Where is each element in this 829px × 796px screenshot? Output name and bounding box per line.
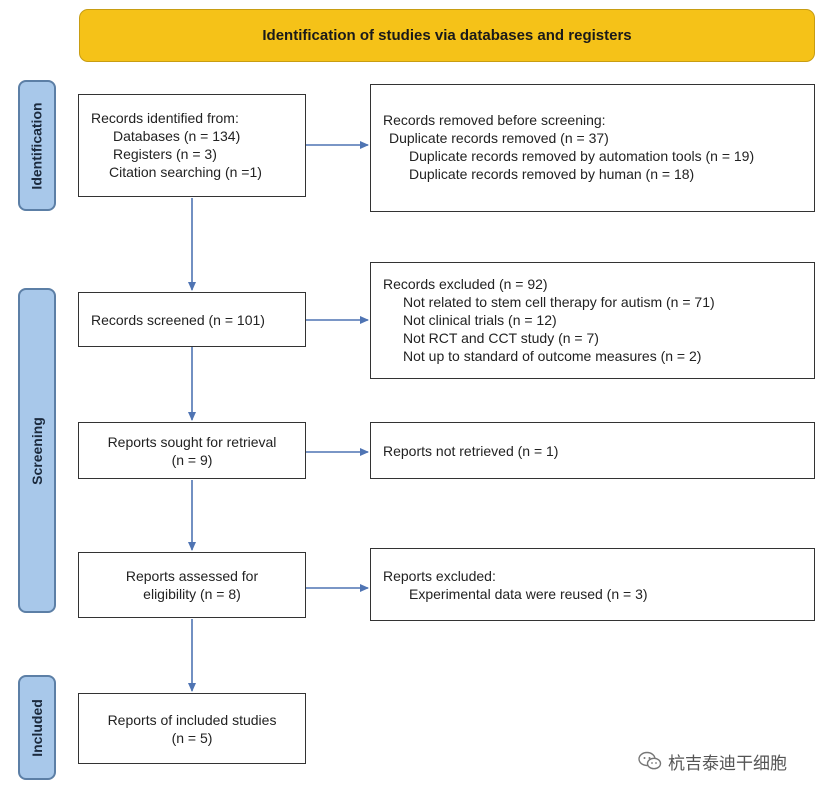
records-removed-box: Records removed before screening: Duplic…: [370, 84, 815, 212]
watermark: 杭吉泰迪干细胞: [638, 748, 787, 774]
reports-assessed-line2: eligibility (n = 8): [143, 586, 241, 602]
reports-excluded-reason: Experimental data were reused (n = 3): [409, 585, 648, 602]
exclusion-reason: Not up to standard of outcome measures (…: [403, 348, 702, 364]
reports-excluded-box: Reports excluded: Experimental data were…: [370, 548, 815, 621]
stage-identification: Identification: [18, 80, 56, 211]
included-studies-box: Reports of included studies (n = 5): [78, 693, 306, 764]
records-registers: Registers (n = 3): [113, 146, 217, 162]
included-studies-line2: (n = 5): [171, 729, 213, 746]
records-removed-title: Records removed before screening:: [383, 112, 606, 128]
exclusion-reason: Not related to stem cell therapy for aut…: [403, 294, 715, 310]
stage-included: Included: [18, 675, 56, 780]
records-databases: Databases (n = 134): [113, 128, 241, 144]
duplicates-automation: Duplicate records removed by automation …: [409, 148, 755, 164]
reports-assessed-box: Reports assessed for eligibility (n = 8): [78, 552, 306, 618]
wechat-icon: [638, 751, 662, 770]
records-identified-box: Records identified from: Databases (n = …: [78, 94, 306, 197]
records-citation: Citation searching (n =1): [109, 164, 262, 180]
reports-excluded-title: Reports excluded:: [383, 567, 496, 584]
records-identified-title: Records identified from:: [91, 110, 239, 126]
records-screened-box: Records screened (n = 101): [78, 292, 306, 347]
reports-assessed-line1: Reports assessed for: [125, 568, 259, 584]
records-excluded-title: Records excluded (n = 92): [383, 276, 548, 292]
included-studies-line1: Reports of included studies: [107, 711, 277, 728]
reports-not-retrieved-box: Reports not retrieved (n = 1): [370, 422, 815, 479]
reports-not-retrieved-text: Reports not retrieved (n = 1): [383, 442, 559, 459]
duplicates-human: Duplicate records removed by human (n = …: [409, 166, 695, 182]
stage-identification-label: Identification: [29, 101, 45, 190]
watermark-text: 杭吉泰迪干细胞: [668, 753, 787, 774]
reports-sought-line2: (n = 9): [171, 451, 213, 468]
reports-sought-line1: Reports sought for retrieval: [107, 433, 277, 450]
stage-included-label: Included: [29, 698, 45, 757]
records-excluded-box: Records excluded (n = 92) Not related to…: [370, 262, 815, 379]
stage-screening-label: Screening: [29, 416, 46, 485]
records-screened-text: Records screened (n = 101): [91, 311, 265, 328]
header-banner: Identification of studies via databases …: [79, 9, 815, 62]
stage-screening: Screening: [18, 288, 56, 613]
reports-sought-box: Reports sought for retrieval (n = 9): [78, 422, 306, 479]
header-title: Identification of studies via databases …: [262, 27, 632, 44]
duplicates-removed: Duplicate records removed (n = 37): [389, 130, 609, 146]
exclusion-reason: Not RCT and CCT study (n = 7): [403, 330, 599, 346]
exclusion-reason: Not clinical trials (n = 12): [403, 312, 557, 328]
